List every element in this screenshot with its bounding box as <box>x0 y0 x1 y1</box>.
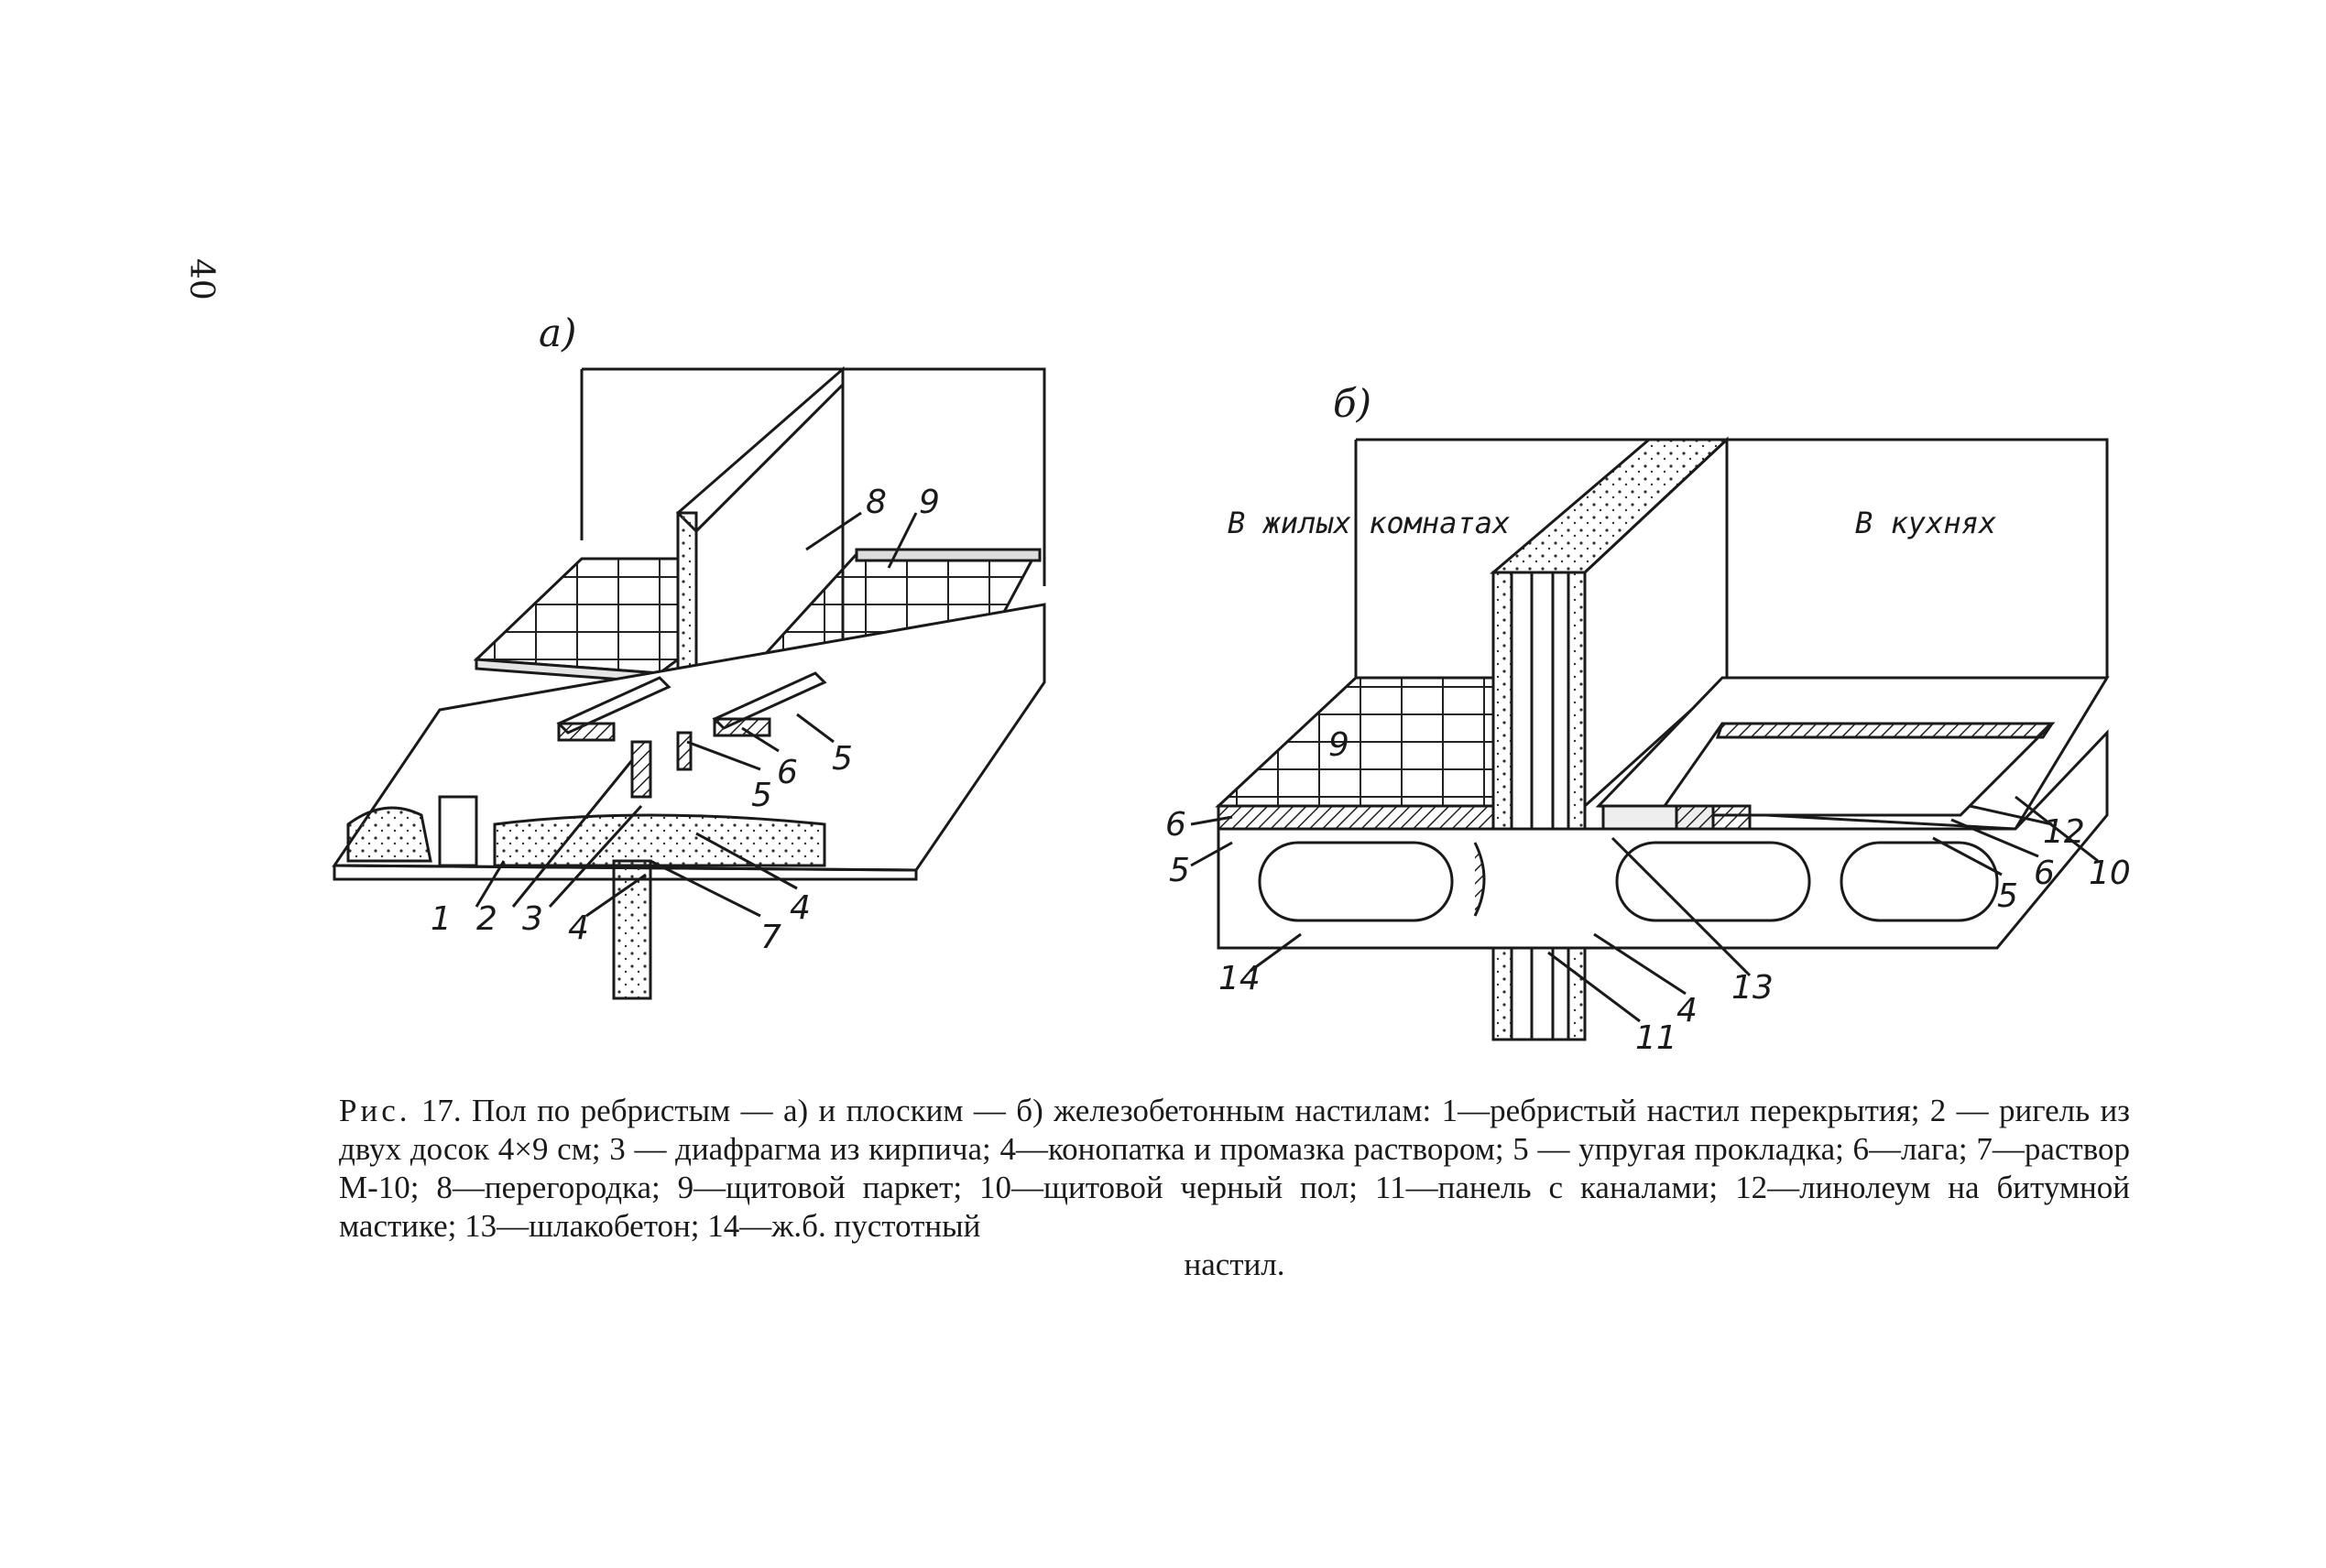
callout-a-8: 8 <box>866 484 887 521</box>
callout-a-5: 5 <box>751 777 772 814</box>
figure-caption: Рис. 17. Пол по ребристым — а) и плоским… <box>339 1092 2130 1284</box>
callout-b-5: 5 <box>1169 852 1190 889</box>
callout-a-9: 9 <box>919 484 940 521</box>
callout-a-7: 7 <box>760 919 781 956</box>
callout-a-2: 2 <box>476 900 497 938</box>
panel-a-callouts: 1 2 3 4 7 4 5 6 5 8 9 <box>431 484 940 956</box>
callout-b-5b: 5 <box>1997 877 2018 915</box>
callout-b-11: 11 <box>1635 1019 1677 1057</box>
callout-b-13: 13 <box>1731 969 1774 1007</box>
room-kitchen-label: В кухнях <box>1855 506 1996 540</box>
caption-text: 17. Пол по ребристым — а) и плоским — б)… <box>339 1093 2130 1244</box>
callout-b-9: 9 <box>1328 726 1349 764</box>
callout-b-6: 6 <box>1165 806 1186 844</box>
callout-b-6b: 6 <box>2034 855 2055 892</box>
caption-last-line: настил. <box>1184 1247 1285 1282</box>
callout-b-12: 12 <box>2043 813 2085 851</box>
panel-a-drawing <box>332 365 1046 1000</box>
panel-b-callouts: 9 6 5 14 11 4 13 5 6 10 12 <box>1165 726 2131 1057</box>
panel-b-drawing <box>1190 436 2110 1041</box>
caption-lead: Рис. <box>339 1093 411 1128</box>
callout-a-4: 4 <box>568 909 589 947</box>
callout-b-4: 4 <box>1676 992 1698 1029</box>
callout-a-5b: 5 <box>832 740 853 778</box>
room-living-label: В жилых комнатах <box>1228 506 1510 540</box>
callout-a-6: 6 <box>777 754 798 791</box>
callout-b-10: 10 <box>2089 855 2131 892</box>
panel-a-label: а) <box>539 310 576 355</box>
callout-a-4b: 4 <box>790 889 811 927</box>
callout-a-3: 3 <box>522 900 543 938</box>
callout-b-14: 14 <box>1218 960 1261 997</box>
panel-b-label: б) <box>1333 381 1371 426</box>
callout-a-1: 1 <box>431 900 452 938</box>
